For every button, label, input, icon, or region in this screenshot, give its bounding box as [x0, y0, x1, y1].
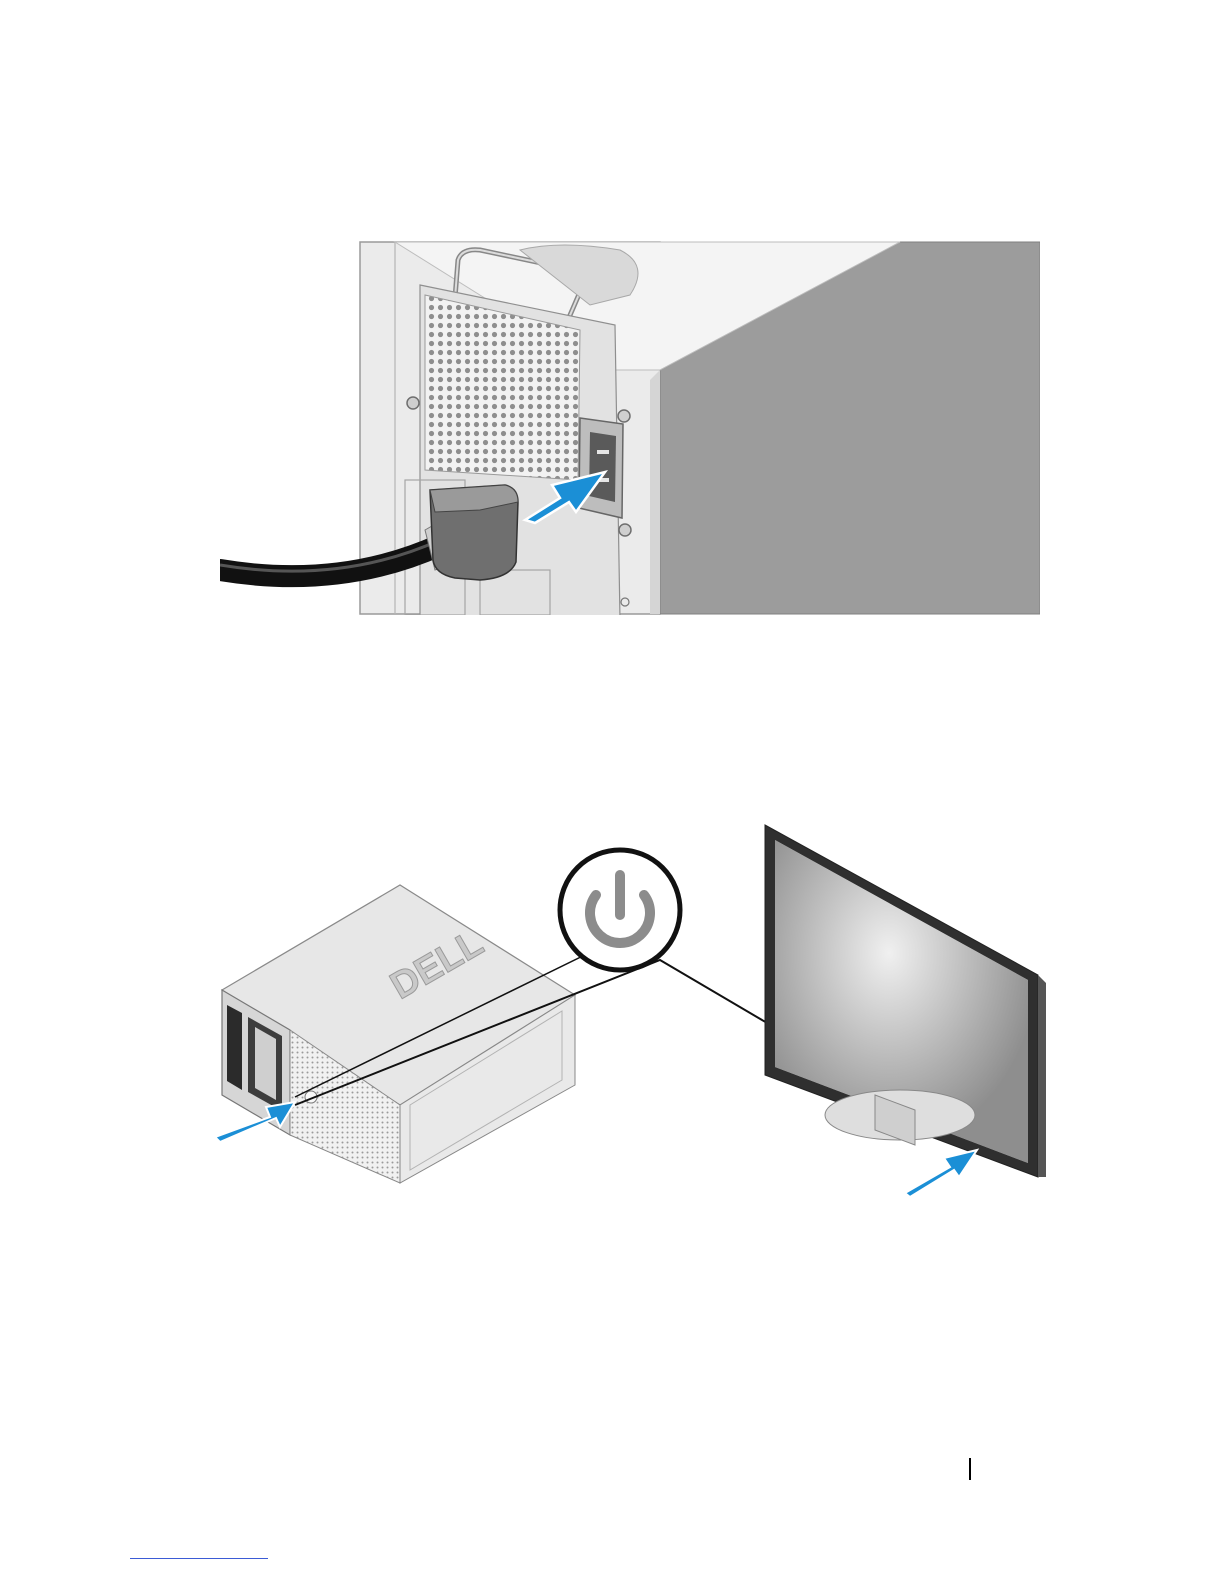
footer-link-underline[interactable]: [130, 1558, 268, 1559]
power-cable-illustration: [220, 240, 1040, 615]
power-on-illustration: DELL: [210, 815, 1050, 1205]
page-marker: [969, 1458, 971, 1480]
monitor-arrow-icon: [905, 1150, 977, 1197]
